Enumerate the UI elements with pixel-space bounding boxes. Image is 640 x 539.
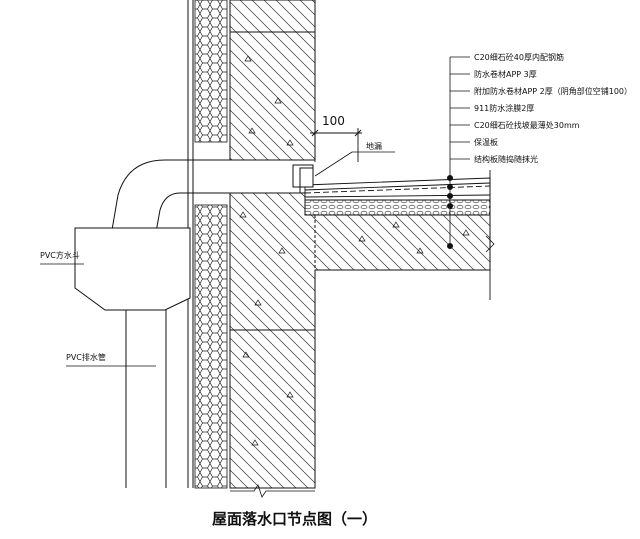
pvc-hopper [74,227,191,311]
floor-drain-label: 地漏 [366,141,382,151]
drawing-caption: 屋面落水口节点图（一） [212,510,377,528]
concrete-wall [229,0,491,489]
layer-label-1: C20细石砼40厚内配钢筋 [474,52,564,62]
aggregate-marks [239,55,470,446]
right-break-marks [485,235,495,253]
break-line [230,484,315,498]
layer-callout-leader [446,57,453,249]
layer-label-7: 结构板随捣随抹光 [474,154,538,164]
layer-label-3: 附加防水卷材APP 2厚（阴角部位空铺100） [474,86,632,96]
scupper-box [292,159,314,188]
layer-label-5: C20细石砼找坡最薄处30mm [474,120,580,130]
layer-label-2: 防水卷材APP 3厚 [474,69,537,79]
dimension-label: 100 [322,114,345,128]
pvc-hopper-label: PVC方水斗 [40,250,80,260]
floor-drain-leader [314,151,395,177]
roof-layers [304,170,491,300]
pvc-downpipe [125,310,167,488]
downspout-elbow [111,159,313,233]
dimension-line [310,128,362,162]
layer-callouts: C20细石砼40厚内配钢筋 防水卷材APP 3厚 附加防水卷材APP 2厚（阴角… [450,52,632,164]
layer-label-4: 911防水涂膜2厚 [474,103,534,113]
layer-label-6: 保温板 [474,137,498,147]
pvc-pipe-label: PVC排水管 [66,352,106,362]
wall-insulation [194,0,228,489]
